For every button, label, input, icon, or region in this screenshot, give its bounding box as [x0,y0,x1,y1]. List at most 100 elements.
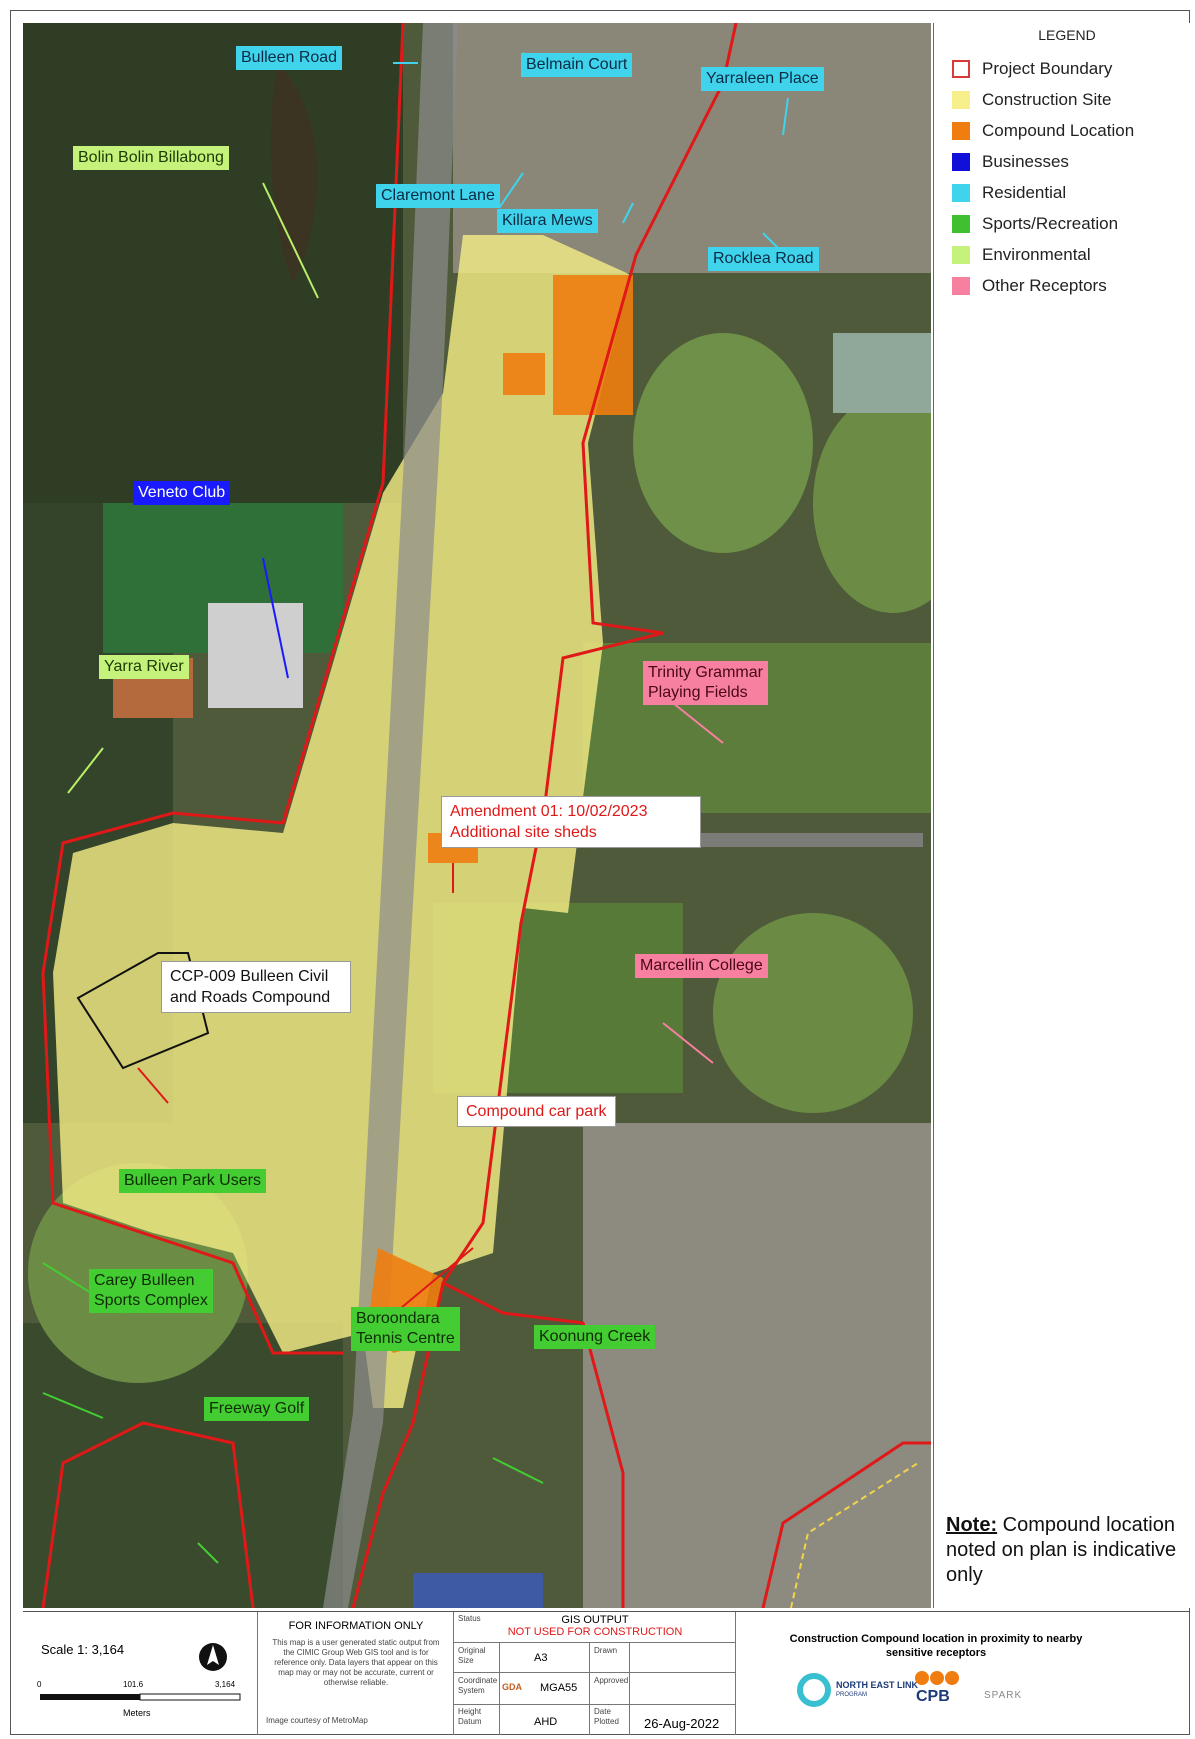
label-marcellin-college: Marcellin College [635,954,768,978]
suburb-south [583,1123,931,1608]
project-boundary-east [351,23,738,1608]
cpb-dots-icon [915,1671,959,1685]
tennis-courts-north [833,333,931,413]
label-rocklea-road: Rocklea Road [708,247,819,271]
ccp-009-callout: CCP-009 Bulleen Civil and Roads Compound [161,961,351,1013]
caption-cell: Construction Compound location in proxim… [736,1612,1189,1735]
legend-label: Construction Site [982,90,1112,109]
title-block: Scale 1: 3,164 0 101.6 3,164 Meters FOR … [23,1611,1189,1735]
height-label: Height Datum [458,1707,482,1726]
legend-label: Other Receptors [982,276,1107,295]
scale-tick-1: 101.6 [123,1680,144,1689]
original-size-label: Original Size [458,1646,486,1665]
scale-bar [40,1693,241,1701]
original-size: A3 [534,1652,548,1664]
legend-item: Construction Site [952,88,1111,112]
business-leader [262,557,289,679]
project-boundary-southeast-inner [790,1462,919,1608]
image-courtesy: Image courtesy of MetroMap [266,1716,368,1725]
project-boundary-golf [41,1421,255,1608]
legend-swatch [952,246,970,264]
compound-location-north [553,275,633,415]
drawn-label: Drawn [594,1646,618,1655]
label-bolin-bolin-billabong: Bolin Bolin Billabong [73,146,229,170]
label-yarra-river: Yarra River [99,655,189,679]
legend-label: Sports/Recreation [982,214,1119,233]
other-leaders [662,702,724,1064]
scale-tick-0: 0 [37,1680,42,1689]
project-boundary-west [41,23,405,1355]
legend-label: Compound Location [982,121,1135,140]
label-carey-bulleen: Carey Bulleen Sports Complex [89,1269,213,1313]
tennis-courts-south [413,1573,543,1608]
legend-item: Residential [952,181,1066,205]
status-cell: Status GIS OUTPUT NOT USED FOR CONSTRUCT… [454,1612,736,1735]
veneto-building [208,603,303,708]
legend-item: Businesses [952,150,1069,174]
car-park-callout: Compound car park [457,1096,616,1127]
scale-unit: Meters [123,1708,151,1718]
legend-swatch [952,153,970,171]
coord-value: MGA55 [540,1682,578,1694]
label-killara-mews: Killara Mews [497,209,598,233]
label-freeway-golf: Freeway Golf [204,1397,310,1421]
legend-swatch [952,60,970,78]
legend-swatch [952,91,970,109]
info-cell: FOR INFORMATION ONLY This map is a user … [258,1612,454,1735]
status-divider [454,1642,736,1643]
legend-label: Environmental [982,245,1091,264]
cpb-logo-text: CPB [916,1688,950,1705]
north-east-link-logo-icon [797,1673,831,1707]
legend-swatch [952,215,970,233]
legend-item: Project Boundary [952,57,1112,81]
height-value: AHD [534,1716,558,1728]
scale-cell: Scale 1: 3,164 0 101.6 3,164 Meters [23,1612,258,1735]
label-bulleen-road: Bulleen Road [236,46,343,70]
map-caption: Construction Compound location in proxim… [789,1633,1083,1659]
oval-marcellin [713,913,913,1113]
info-body: This map is a user generated static outp… [272,1638,440,1687]
label-bulleen-park-users: Bulleen Park Users [119,1169,266,1193]
label-veneto-club: Veneto Club [133,481,231,505]
oval-east [813,393,931,613]
legend-item: Other Receptors [952,274,1107,298]
status-sub: NOT USED FOR CONSTRUCTION [507,1626,683,1638]
legend-label: Project Boundary [982,59,1113,78]
note-label: Note: [946,1514,998,1536]
height-divider [454,1704,736,1705]
nel-logo-sub: PROGRAM [836,1692,868,1698]
status-value: GIS OUTPUT [561,1614,629,1626]
date-value: 26-Aug-2022 [644,1716,720,1731]
legend-title: LEGEND [1038,27,1096,43]
billabong-water [270,63,318,283]
coord-divider [454,1672,736,1673]
aerial-map [23,23,931,1608]
amendment-callout: Amendment 01: 10/02/2023 Additional site… [441,796,701,848]
legend-swatch [952,184,970,202]
scale-tick-2: 3,164 [215,1680,236,1689]
approved-label: Approved [594,1676,629,1685]
label-yarraleen-place: Yarraleen Place [701,67,824,91]
billabong-forest [23,23,403,503]
legend-item: Sports/Recreation [952,212,1118,236]
project-boundary-southeast [761,1441,931,1608]
date-label: Date Plotted [594,1707,619,1726]
scale-text: Scale 1: 3,164 [41,1642,125,1657]
oval-trinity-north [633,333,813,553]
eastern-freeway [323,23,458,1608]
legend-swatch [952,277,970,295]
note-text: Compound location noted on plan is indic… [946,1514,1177,1586]
info-heading: FOR INFORMATION ONLY [288,1620,424,1632]
coord-label: Coordinate System [458,1676,498,1695]
project-boundary-south [442,1281,625,1608]
spark-logo-text: SPARK [984,1690,1023,1701]
north-arrow-icon [199,1643,227,1671]
label-claremont-lane: Claremont Lane [376,184,500,208]
legend-note: Note: Compound location noted on plan is… [946,1513,1186,1588]
legend-item: Environmental [952,243,1091,267]
legend-label: Residential [982,183,1067,202]
compound-location-small [503,353,545,395]
label-boroondara-tennis: Boroondara Tennis Centre [351,1307,460,1351]
gda-logo: GDA [502,1682,522,1692]
